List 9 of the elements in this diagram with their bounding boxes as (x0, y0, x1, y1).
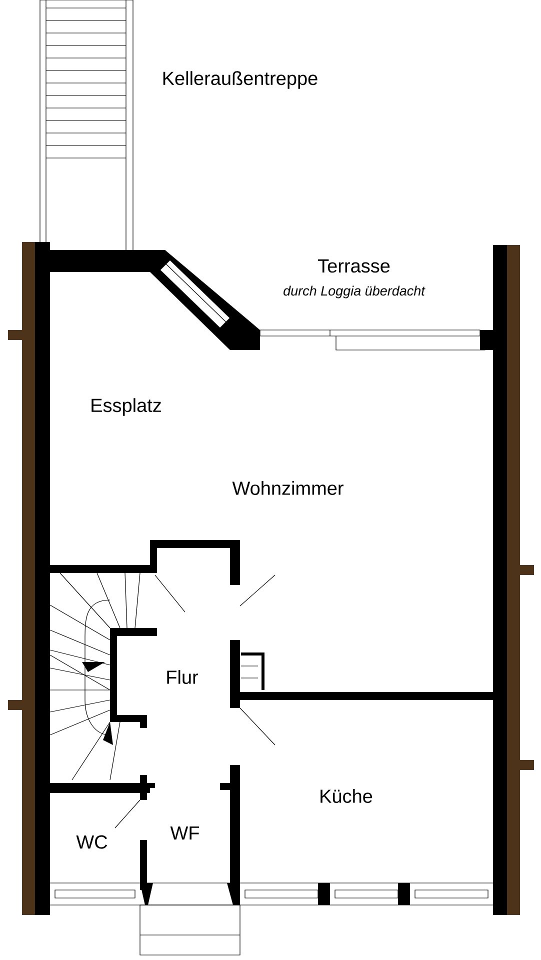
room-label: WF (170, 826, 199, 840)
room-label: Essplatz (92, 398, 161, 416)
room-label: WC (76, 835, 108, 849)
room-label: Küche (320, 789, 372, 803)
room-label: Terrasse (318, 259, 390, 273)
room-label: Flur (167, 670, 198, 684)
room-label: Wohnzimmer (232, 481, 344, 495)
room-label: Kelleraußentreppe (163, 71, 318, 89)
room-label: durch Loggia überdacht (284, 286, 426, 298)
